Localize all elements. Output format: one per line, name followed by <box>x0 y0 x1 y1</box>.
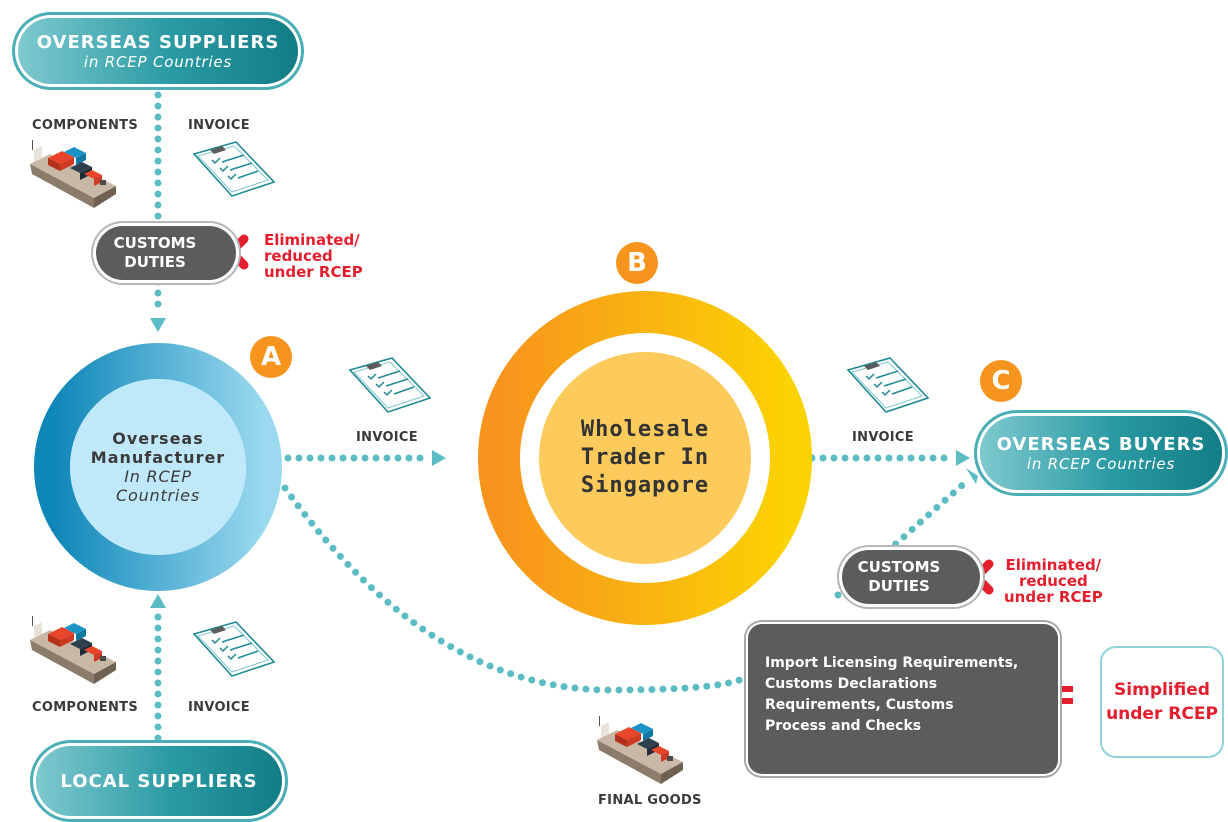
eliminated-line2: reduced <box>264 247 333 265</box>
local-suppliers-node: LOCAL SUPPLIERS <box>36 746 282 816</box>
trader-line2: Trader In <box>580 445 710 470</box>
arrowhead-up-c <box>966 468 978 484</box>
clipboard-invoice-icon <box>847 357 929 413</box>
trader-line1: Wholesale <box>580 417 710 442</box>
clipboard-invoice-icon <box>349 357 431 413</box>
arrowhead-right-b <box>432 450 446 466</box>
manufacturer-ring <box>34 343 282 591</box>
simplified-line1: Simplified <box>1114 680 1210 700</box>
overseas-suppliers-node: OVERSEAS SUPPLIERS in RCEP Countries <box>18 18 298 84</box>
badge-c: C <box>980 360 1022 402</box>
final-goods-label: FINAL GOODS <box>598 793 702 808</box>
cargo-ship-icon <box>597 716 683 784</box>
badge-b: B <box>616 242 658 284</box>
clipboard-invoice-icon <box>193 141 275 197</box>
equals-icon <box>1045 686 1073 704</box>
overseas-suppliers-subtitle: in RCEP Countries <box>83 52 233 71</box>
trader-node: Wholesale Trader In Singapore <box>539 352 751 564</box>
manufacturer-line3: In RCEP <box>124 467 192 486</box>
eliminated-line3: under RCEP <box>1004 588 1103 606</box>
trader-ring <box>478 291 812 625</box>
arrowhead-up <box>150 594 166 608</box>
cargo-ship-icon <box>30 616 116 684</box>
simplified-line2: under RCEP <box>1106 704 1218 724</box>
eliminated-line1: Eliminated/ <box>264 231 360 249</box>
eliminated-note-right: Eliminated/ reduced under RCEP <box>1004 557 1103 605</box>
components-label-top: COMPONENTS <box>32 118 138 133</box>
components-label-bottom: COMPONENTS <box>32 700 138 715</box>
invoice-label-b-c: INVOICE <box>852 430 914 445</box>
eliminated-line2: reduced <box>1018 572 1088 590</box>
manufacturer-line2: Manufacturer <box>90 448 226 467</box>
overseas-buyers-node: OVERSEAS BUYERS in RCEP Countries <box>980 416 1222 490</box>
invoice-label-bottom: INVOICE <box>188 700 250 715</box>
eliminated-note-top: Eliminated/ reduced under RCEP <box>264 232 363 280</box>
invoice-label-top: INVOICE <box>188 118 250 133</box>
badge-a: A <box>250 336 292 378</box>
eliminated-line1: Eliminated/ <box>1005 556 1102 574</box>
manufacturer-node: Overseas Manufacturer In RCEP Countries <box>70 379 246 555</box>
requirements-line1: Import Licensing Requirements, <box>765 655 1019 671</box>
customs-duties-line2: DUTIES <box>868 577 930 595</box>
overseas-suppliers-title: OVERSEAS SUPPLIERS <box>36 31 280 53</box>
requirements-box: Import Licensing Requirements, Customs D… <box>748 624 1058 774</box>
requirements-line4: Process and Checks <box>765 718 922 734</box>
customs-duties-badge-top: CUSTOMS DUTIES <box>96 226 236 280</box>
connector-final-to-c <box>834 476 972 599</box>
simplified-box: Simplified under RCEP <box>1100 646 1224 758</box>
customs-duties-badge-right: CUSTOMS DUTIES <box>842 550 980 604</box>
arrowhead-right-c <box>956 450 970 466</box>
arrowhead-down <box>150 318 166 332</box>
customs-duties-line2: DUTIES <box>124 253 186 271</box>
requirements-line2: Customs Declarations <box>765 676 938 692</box>
local-suppliers-title: LOCAL SUPPLIERS <box>60 770 258 792</box>
requirements-line3: Requirements, Customs <box>765 697 954 713</box>
manufacturer-line4: Countries <box>116 486 200 505</box>
customs-duties-line1: CUSTOMS <box>857 558 941 576</box>
clipboard-invoice-icon <box>193 621 275 677</box>
trader-line3: Singapore <box>580 473 710 498</box>
overseas-buyers-subtitle: in RCEP Countries <box>1026 454 1176 473</box>
overseas-buyers-title: OVERSEAS BUYERS <box>996 433 1206 455</box>
customs-duties-line1: CUSTOMS <box>113 234 197 252</box>
cargo-ship-icon <box>30 140 116 208</box>
invoice-label-a-b: INVOICE <box>356 430 418 445</box>
eliminated-line3: under RCEP <box>264 263 363 281</box>
manufacturer-line1: Overseas <box>112 429 204 448</box>
connector-a-to-final <box>281 484 752 694</box>
